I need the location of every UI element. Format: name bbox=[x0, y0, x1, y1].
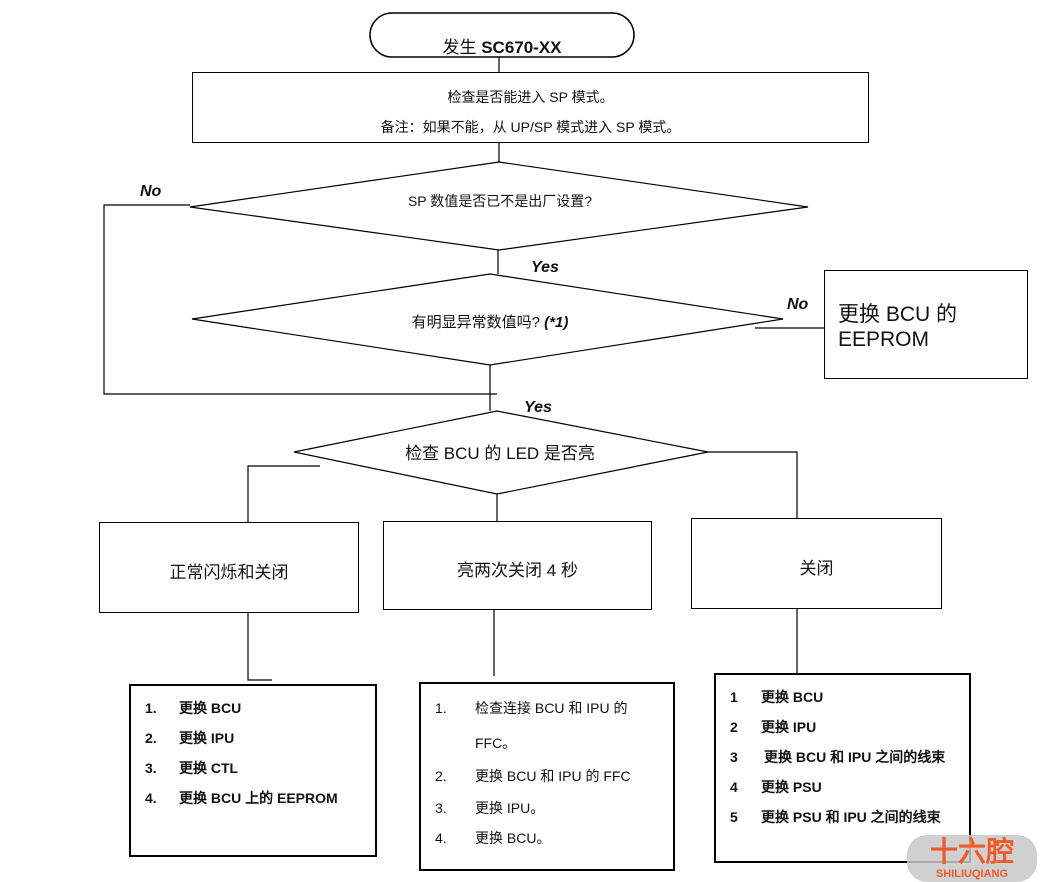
item-text: 更换 PSU 和 IPU 之间的线束 bbox=[761, 809, 941, 825]
decision2-label: 有明显异常数值吗? (*1) bbox=[290, 311, 690, 332]
decision2-no-label: No bbox=[787, 296, 809, 313]
item-number: 3. bbox=[435, 800, 447, 816]
decision2-note: (*1) bbox=[544, 314, 569, 331]
item-number: 1 bbox=[730, 689, 738, 705]
list-item-continuation: FFC。 bbox=[475, 735, 517, 751]
item-text: 更换 BCU 和 IPU 之间的线束 bbox=[764, 749, 946, 765]
item-number: 5 bbox=[730, 809, 738, 825]
watermark-cn: 十六腔 bbox=[929, 836, 1014, 867]
action-list-c: 1 更换 BCU 2 更换 IPU 3 更换 BCU 和 IPU 之间的线束 4 更换 … bbox=[714, 673, 971, 863]
item-number: 2 bbox=[730, 719, 738, 735]
item-text: 更换 IPU bbox=[179, 730, 235, 746]
replace-eeprom-box: 更换 BCU 的 EEPROM bbox=[824, 270, 1028, 379]
branch-normal-blink: 正常闪烁和关闭 bbox=[99, 522, 359, 613]
item-number: 2. bbox=[435, 768, 447, 784]
item-number: 1. bbox=[145, 700, 157, 716]
item-text: 检查连接 BCU 和 IPU 的 bbox=[475, 700, 628, 716]
item-text: 更换 CTL bbox=[179, 760, 239, 776]
item-text: 更换 BCU。 bbox=[475, 830, 551, 846]
decision1-shape bbox=[189, 161, 809, 251]
item-text: 更换 IPU bbox=[761, 719, 817, 735]
start-label: 发生 SC670-XX bbox=[370, 33, 634, 58]
decision1-yes-label: Yes bbox=[531, 259, 559, 276]
item-text: 更换 BCU 上的 EEPROM bbox=[179, 790, 338, 806]
item-text: 更换 IPU。 bbox=[475, 800, 545, 816]
watermark-logo: 十六腔 SHILIUQIANG bbox=[907, 835, 1037, 882]
replace-eeprom-line2: EEPROM bbox=[838, 328, 930, 351]
decision1-label: SP 数值是否已不是出厂设置? bbox=[407, 193, 593, 209]
item-text: 更换 PSU bbox=[761, 779, 822, 795]
item-number: 3. bbox=[145, 760, 157, 776]
start-code: SC670-XX bbox=[481, 38, 562, 57]
item-number: 4. bbox=[145, 790, 157, 806]
branch-label: 正常闪烁和关闭 bbox=[169, 563, 289, 582]
decision2-yes-label: Yes bbox=[524, 399, 552, 416]
watermark-en: SHILIUQIANG bbox=[935, 868, 1009, 880]
branch-off: 关闭 bbox=[691, 518, 942, 609]
decision1-no-label: No bbox=[140, 183, 162, 200]
start-prefix: 发生 bbox=[442, 38, 482, 57]
item-text: 更换 BCU bbox=[179, 700, 242, 716]
check-sp-box: 检查是否能进入 SP 模式。 备注：如果不能，从 UP/SP 模式进入 SP 模… bbox=[192, 72, 869, 143]
decision2-text: 有明显异常数值吗? bbox=[411, 314, 545, 331]
item-number: 2. bbox=[145, 730, 157, 746]
item-number: 1. bbox=[435, 700, 447, 716]
item-number: 3 bbox=[730, 749, 738, 765]
branch-label: 亮两次关闭 4 秒 bbox=[457, 561, 578, 580]
replace-eeprom-line1: 更换 BCU 的 bbox=[838, 303, 958, 326]
item-text: 更换 BCU 和 IPU 的 FFC bbox=[475, 768, 631, 784]
action-list-b: 1. 检查连接 BCU 和 IPU 的 FFC。 2. 更换 BCU 和 IPU 的… bbox=[419, 682, 675, 871]
check-sp-note: 备注：如果不能，从 UP/SP 模式进入 SP 模式。 bbox=[380, 119, 681, 135]
branch-blink-twice: 亮两次关闭 4 秒 bbox=[383, 521, 652, 610]
item-number: 4. bbox=[435, 830, 447, 846]
decision3-label: 检查 BCU 的 LED 是否亮 bbox=[405, 444, 595, 463]
decision2-shape bbox=[191, 273, 784, 366]
item-number: 4 bbox=[730, 779, 738, 795]
branch-label: 关闭 bbox=[799, 559, 834, 578]
start-terminator bbox=[369, 12, 635, 58]
item-text: 更换 BCU bbox=[761, 689, 824, 705]
check-sp-line1: 检查是否能进入 SP 模式。 bbox=[447, 89, 614, 105]
action-list-a: 1. 更换 BCU 2. 更换 IPU 3. 更换 CTL 4. 更换 BCU 上的 E… bbox=[129, 684, 377, 857]
